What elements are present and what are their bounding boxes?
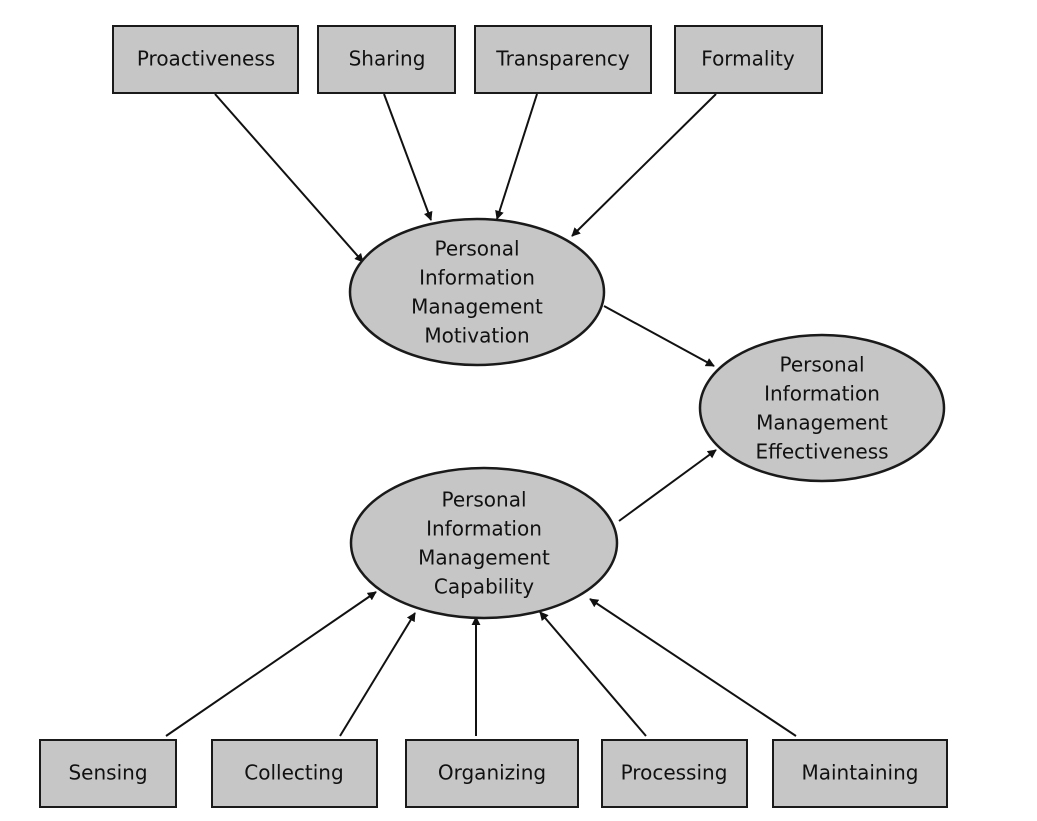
box-processing-label: Processing [621,761,728,785]
edge-capability-to-effectiveness [618,449,717,522]
box-formality: Formality [674,25,823,94]
motivation-line-1: Personal [434,237,519,261]
edge-sensing-to-capability [165,591,377,737]
box-formality-label: Formality [701,47,795,71]
edge-formality-to-motivation [571,93,717,237]
motivation-line-4: Motivation [424,324,529,348]
effectiveness-line-2: Information [764,382,880,406]
edge-maintaining-to-capability [589,598,797,737]
box-transparency: Transparency [474,25,652,94]
box-sensing-label: Sensing [68,761,147,785]
capability-line-4: Capability [434,575,534,599]
box-maintaining-label: Maintaining [801,761,918,785]
box-transparency-label: Transparency [495,47,630,71]
edges [165,93,797,737]
ellipse-effectiveness: Personal Information Management Effectiv… [698,333,946,483]
ellipse-motivation: Personal Information Management Motivati… [348,217,606,367]
box-organizing-label: Organizing [438,761,546,785]
box-proactiveness: Proactiveness [112,25,299,94]
capability-line-2: Information [426,517,542,541]
effectiveness-line-3: Management [756,411,888,435]
effectiveness-line-4: Effectiveness [755,440,888,464]
box-processing: Processing [601,739,748,808]
box-sensing: Sensing [39,739,177,808]
ellipse-capability: Personal Information Management Capabili… [349,466,619,620]
edge-motivation-to-effectiveness [603,305,715,367]
edge-processing-to-capability [539,611,647,737]
edge-proactiveness-to-motivation [214,93,364,263]
edge-transparency-to-motivation [495,93,538,220]
box-sharing: Sharing [317,25,456,94]
box-proactiveness-label: Proactiveness [137,47,275,71]
box-collecting-label: Collecting [244,761,343,785]
motivation-line-3: Management [411,295,543,319]
box-organizing: Organizing [405,739,579,808]
motivation-line-2: Information [419,266,535,290]
capability-line-3: Management [418,546,550,570]
box-sharing-label: Sharing [349,47,426,71]
edge-sharing-to-motivation [383,93,433,221]
effectiveness-line-1: Personal [779,353,864,377]
box-maintaining: Maintaining [772,739,948,808]
capability-line-1: Personal [441,488,526,512]
edge-collecting-to-capability [339,612,416,737]
box-collecting: Collecting [211,739,378,808]
